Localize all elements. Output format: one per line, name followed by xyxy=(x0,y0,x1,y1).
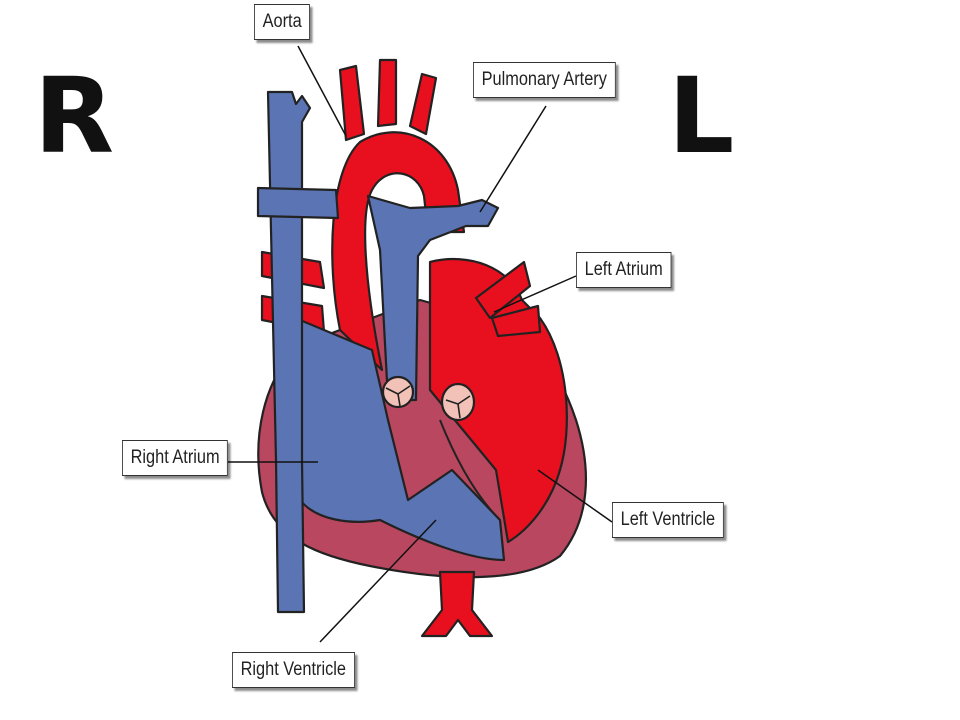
label-right-ventricle: Right Ventricle xyxy=(232,652,355,688)
aortic-valve xyxy=(440,382,476,422)
label-left-atrium: Left Atrium xyxy=(576,252,672,288)
aorta-branch-3 xyxy=(408,72,438,136)
right-heart-chambers xyxy=(298,318,506,562)
descending-aorta xyxy=(420,570,494,638)
leader-left-atrium xyxy=(493,275,577,313)
left-side-letter: L xyxy=(668,55,735,177)
right-pulmonary-artery xyxy=(256,186,340,220)
label-pulmonary-artery: Pulmonary Artery xyxy=(473,62,616,98)
leader-pulmonary-artery xyxy=(479,105,547,213)
aorta-branch-2 xyxy=(376,58,398,128)
leader-right-ventricle xyxy=(319,519,437,643)
aortic-arch xyxy=(331,131,466,372)
leader-left-ventricle xyxy=(537,469,613,523)
label-left-ventricle: Left Ventricle xyxy=(612,502,724,538)
pulmonary-valve-leaflets xyxy=(385,385,411,407)
septum-line xyxy=(439,419,501,521)
leader-aorta xyxy=(297,45,347,137)
pulmonary-valve xyxy=(381,375,415,409)
right-side-letter: R xyxy=(34,55,115,177)
label-aorta: Aorta xyxy=(254,4,311,40)
vena-cava xyxy=(266,90,312,614)
pulmonary-vein-2 xyxy=(490,304,542,338)
label-right-atrium: Right Atrium xyxy=(122,440,229,476)
aorta-branch-1 xyxy=(338,64,366,142)
pulmonary-vein-1 xyxy=(474,260,532,320)
aortic-valve-leaflets xyxy=(445,395,471,419)
